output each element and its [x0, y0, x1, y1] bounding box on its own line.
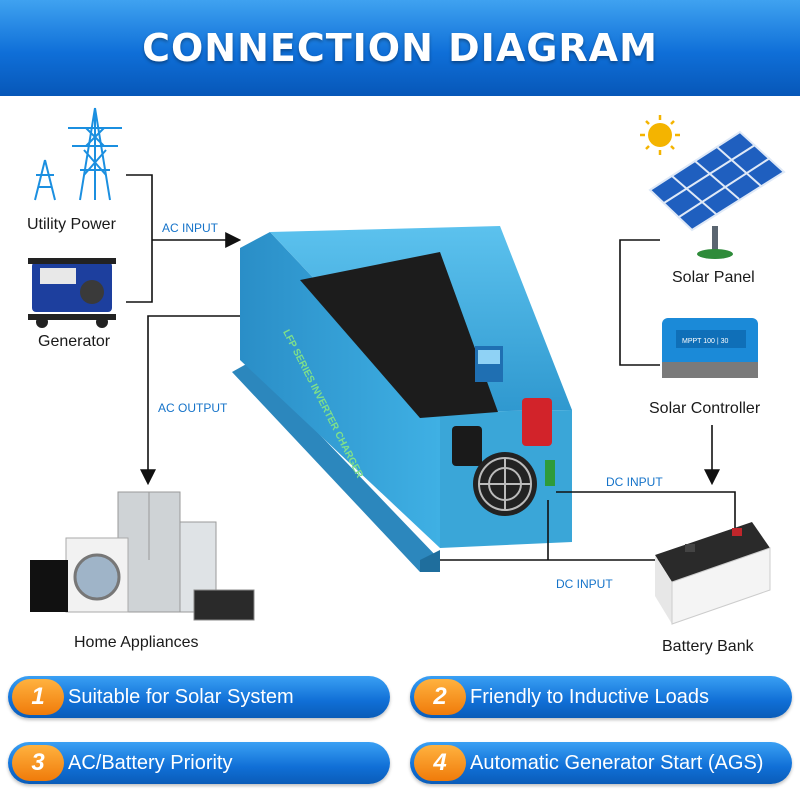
generator-icon [28, 258, 116, 328]
controller-model-text: MPPT 100 | 30 [682, 338, 729, 345]
home-appliances-icon [30, 491, 255, 621]
solar-panel-label: Solar Panel [672, 269, 755, 286]
feature-text-4: Automatic Generator Start (AGS) [470, 752, 764, 774]
feature-number-1: 1 [12, 679, 64, 715]
solar-controller-label: Solar Controller [649, 400, 761, 417]
utility-tower-icon [34, 107, 122, 201]
feature-text-2: Friendly to Inductive Loads [470, 686, 710, 708]
feature-item-3: 3 AC/Battery Priority [8, 742, 390, 784]
battery-bank-icon [655, 522, 771, 625]
feature-item-2: 2 Friendly to Inductive Loads [410, 676, 792, 718]
ac-input-connector [126, 174, 242, 303]
feature-item-1: 1 Suitable for Solar System [8, 676, 390, 718]
battery-bank-label: Battery Bank [662, 638, 754, 655]
dc-input-bottom-connector [440, 500, 660, 561]
feature-item-4: 4 Automatic Generator Start (AGS) [410, 742, 792, 784]
feature-number-3: 3 [12, 745, 64, 781]
ac-input-label: AC INPUT [162, 221, 219, 235]
utility-power-label: Utility Power [27, 216, 116, 233]
dc-input-right-connector [556, 491, 736, 528]
generator-label: Generator [38, 333, 111, 350]
feature-number-2: 2 [414, 679, 466, 715]
feature-text-3: AC/Battery Priority [68, 752, 233, 774]
sun-icon [640, 115, 680, 155]
feature-text-1: Suitable for Solar System [68, 686, 294, 708]
home-appliances-label: Home Appliances [74, 634, 199, 651]
solar-panel-icon [648, 130, 786, 259]
inverter-unit [232, 226, 572, 572]
header-banner: CONNECTION DIAGRAM [0, 0, 800, 96]
solar-controller-icon: MPPT 100 | 30 [662, 318, 758, 378]
page-title: CONNECTION DIAGRAM [142, 26, 658, 70]
dc-input-bottom-label: DC INPUT [556, 577, 613, 591]
panel-controller-connector [619, 239, 660, 366]
dc-input-right-label: DC INPUT [606, 475, 663, 489]
ac-output-label: AC OUTPUT [158, 401, 228, 415]
feature-number-4: 4 [414, 745, 466, 781]
ac-output-connector [140, 315, 240, 486]
